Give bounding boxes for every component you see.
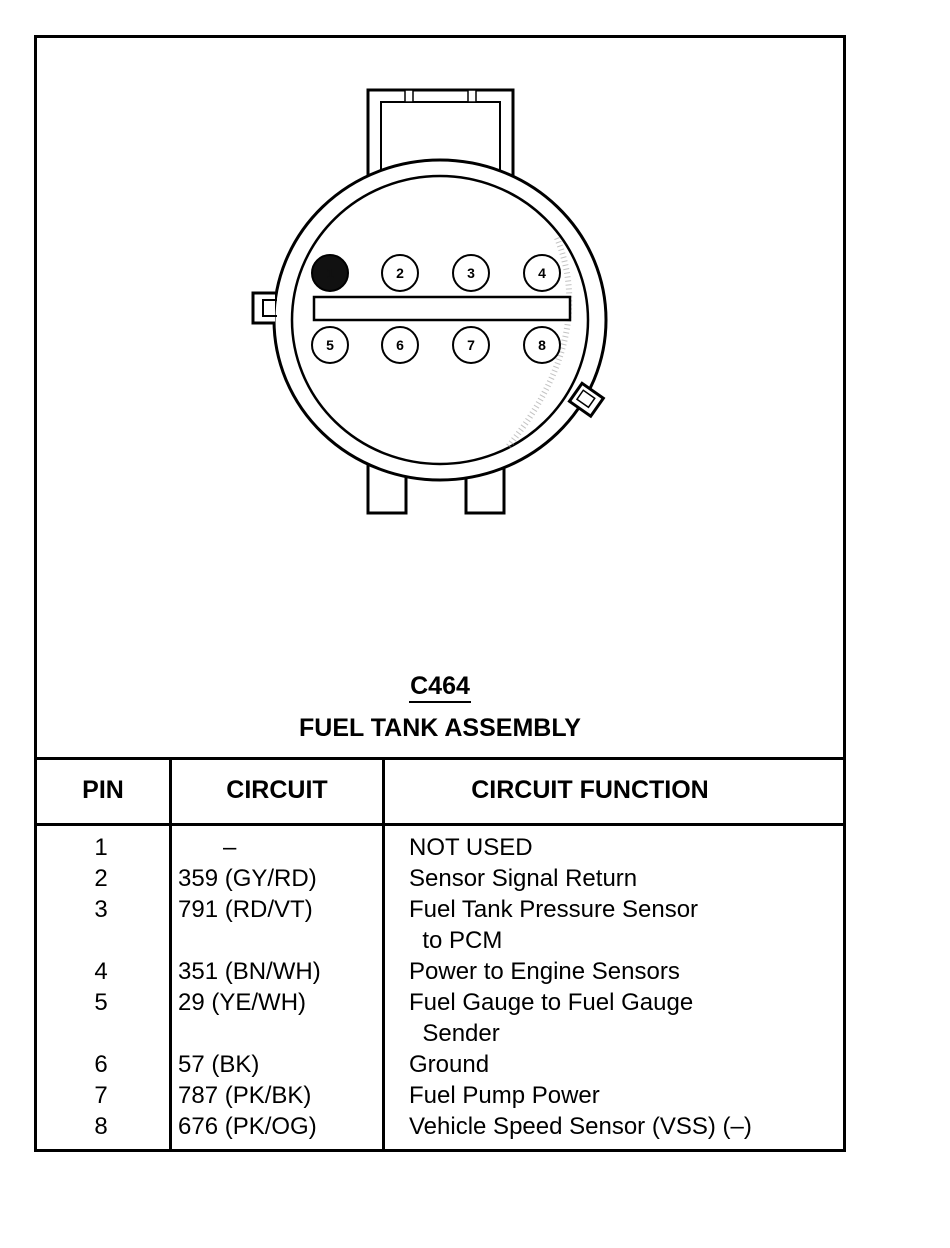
connector-title: FUEL TANK ASSEMBLY [299, 714, 581, 742]
column-divider-circuit [382, 757, 385, 1149]
pin-6-cavity: 6 [381, 326, 419, 364]
table-row: 2 359 (GY/RD) Sensor Signal Return [37, 863, 843, 894]
table-row: 3 791 (RD/VT) Fuel Tank Pressure Sensor … [37, 894, 843, 956]
pin-3-label: 3 [467, 265, 475, 281]
cell-circuit: 787 (PK/BK) [178, 1082, 312, 1109]
table-row: 5 29 (YE/WH) Fuel Gauge to Fuel Gauge Se… [37, 987, 843, 1049]
pin-4-cavity: 4 [523, 254, 561, 292]
table-top-rule [37, 757, 843, 760]
pin-1-cavity: 1 [311, 254, 349, 292]
table-row: 1 – NOT USED [37, 832, 843, 863]
column-divider-pin [169, 757, 172, 1149]
cell-circuit: – [223, 834, 237, 861]
pin-2-cavity: 2 [381, 254, 419, 292]
diagram-frame: 1 2 3 4 5 6 7 8 C464 [34, 35, 846, 1152]
cell-function: Vehicle Speed Sensor (VSS) (–) [409, 1113, 752, 1140]
cell-function: Fuel Gauge to Fuel Gauge Sender [409, 989, 694, 1047]
cell-function: Power to Engine Sensors [409, 958, 680, 985]
connector-key-right [567, 381, 606, 419]
connector-latch-inner [380, 101, 501, 178]
cell-pin: 4 [94, 958, 108, 985]
connector-latch-outer [366, 88, 515, 178]
connector-face-diagram: 1 2 3 4 5 6 7 8 [251, 88, 608, 515]
pin-7-cavity: 7 [452, 326, 490, 364]
cell-circuit: 791 (RD/VT) [178, 896, 313, 923]
pin-1-label: 1 [326, 265, 334, 281]
pin-7-label: 7 [467, 337, 475, 353]
connector-code: C464 [37, 672, 843, 703]
cell-circuit: 676 (PK/OG) [178, 1113, 317, 1140]
pin-4-label: 4 [538, 265, 546, 281]
cell-circuit: 29 (YE/WH) [178, 989, 307, 1016]
cell-pin: 7 [94, 1082, 108, 1109]
table-row: 6 57 (BK) Ground [37, 1049, 843, 1080]
cell-pin: 5 [94, 989, 108, 1016]
table-row: 7 787 (PK/BK) Fuel Pump Power [37, 1080, 843, 1111]
table-row: 4 351 (BN/WH) Power to Engine Sensors [37, 956, 843, 987]
cell-function: Fuel Tank Pressure Sensor to PCM [409, 896, 699, 954]
pin-6-label: 6 [396, 337, 404, 353]
cell-circuit: 351 (BN/WH) [178, 958, 321, 985]
connector-key-left-inner [262, 299, 277, 317]
pin-8-cavity: 8 [523, 326, 561, 364]
cell-function: Ground [409, 1051, 490, 1078]
pin-3-cavity: 3 [452, 254, 490, 292]
cell-pin: 1 [94, 834, 108, 861]
connector-code-text: C464 [409, 672, 471, 703]
cell-circuit: 57 (BK) [178, 1051, 260, 1078]
header-pin: PIN [82, 776, 124, 804]
table-row: 8 676 (PK/OG) Vehicle Speed Sensor (VSS)… [37, 1111, 843, 1142]
cell-pin: 8 [94, 1113, 108, 1140]
pin-5-label: 5 [326, 337, 334, 353]
cell-pin: 6 [94, 1051, 108, 1078]
pinout-table-body: 1 – NOT USED 2 359 (GY/RD) Sensor Signal… [37, 832, 843, 1142]
table-header-rule [37, 823, 843, 826]
connector-center-bar [312, 295, 572, 322]
header-circuit: CIRCUIT [226, 776, 328, 804]
cell-circuit: 359 (GY/RD) [178, 865, 317, 892]
header-circuit-function: CIRCUIT FUNCTION [471, 776, 709, 804]
pin-8-label: 8 [538, 337, 546, 353]
cell-pin: 2 [94, 865, 108, 892]
cell-function: NOT USED [409, 834, 533, 861]
latch-slot-right [467, 89, 477, 103]
pin-5-cavity: 5 [311, 326, 349, 364]
cell-function: Sensor Signal Return [409, 865, 638, 892]
latch-slot-left [404, 89, 414, 103]
cell-function: Fuel Pump Power [409, 1082, 600, 1109]
pin-2-label: 2 [396, 265, 404, 281]
cell-pin: 3 [94, 896, 108, 923]
face-shading [504, 236, 573, 450]
